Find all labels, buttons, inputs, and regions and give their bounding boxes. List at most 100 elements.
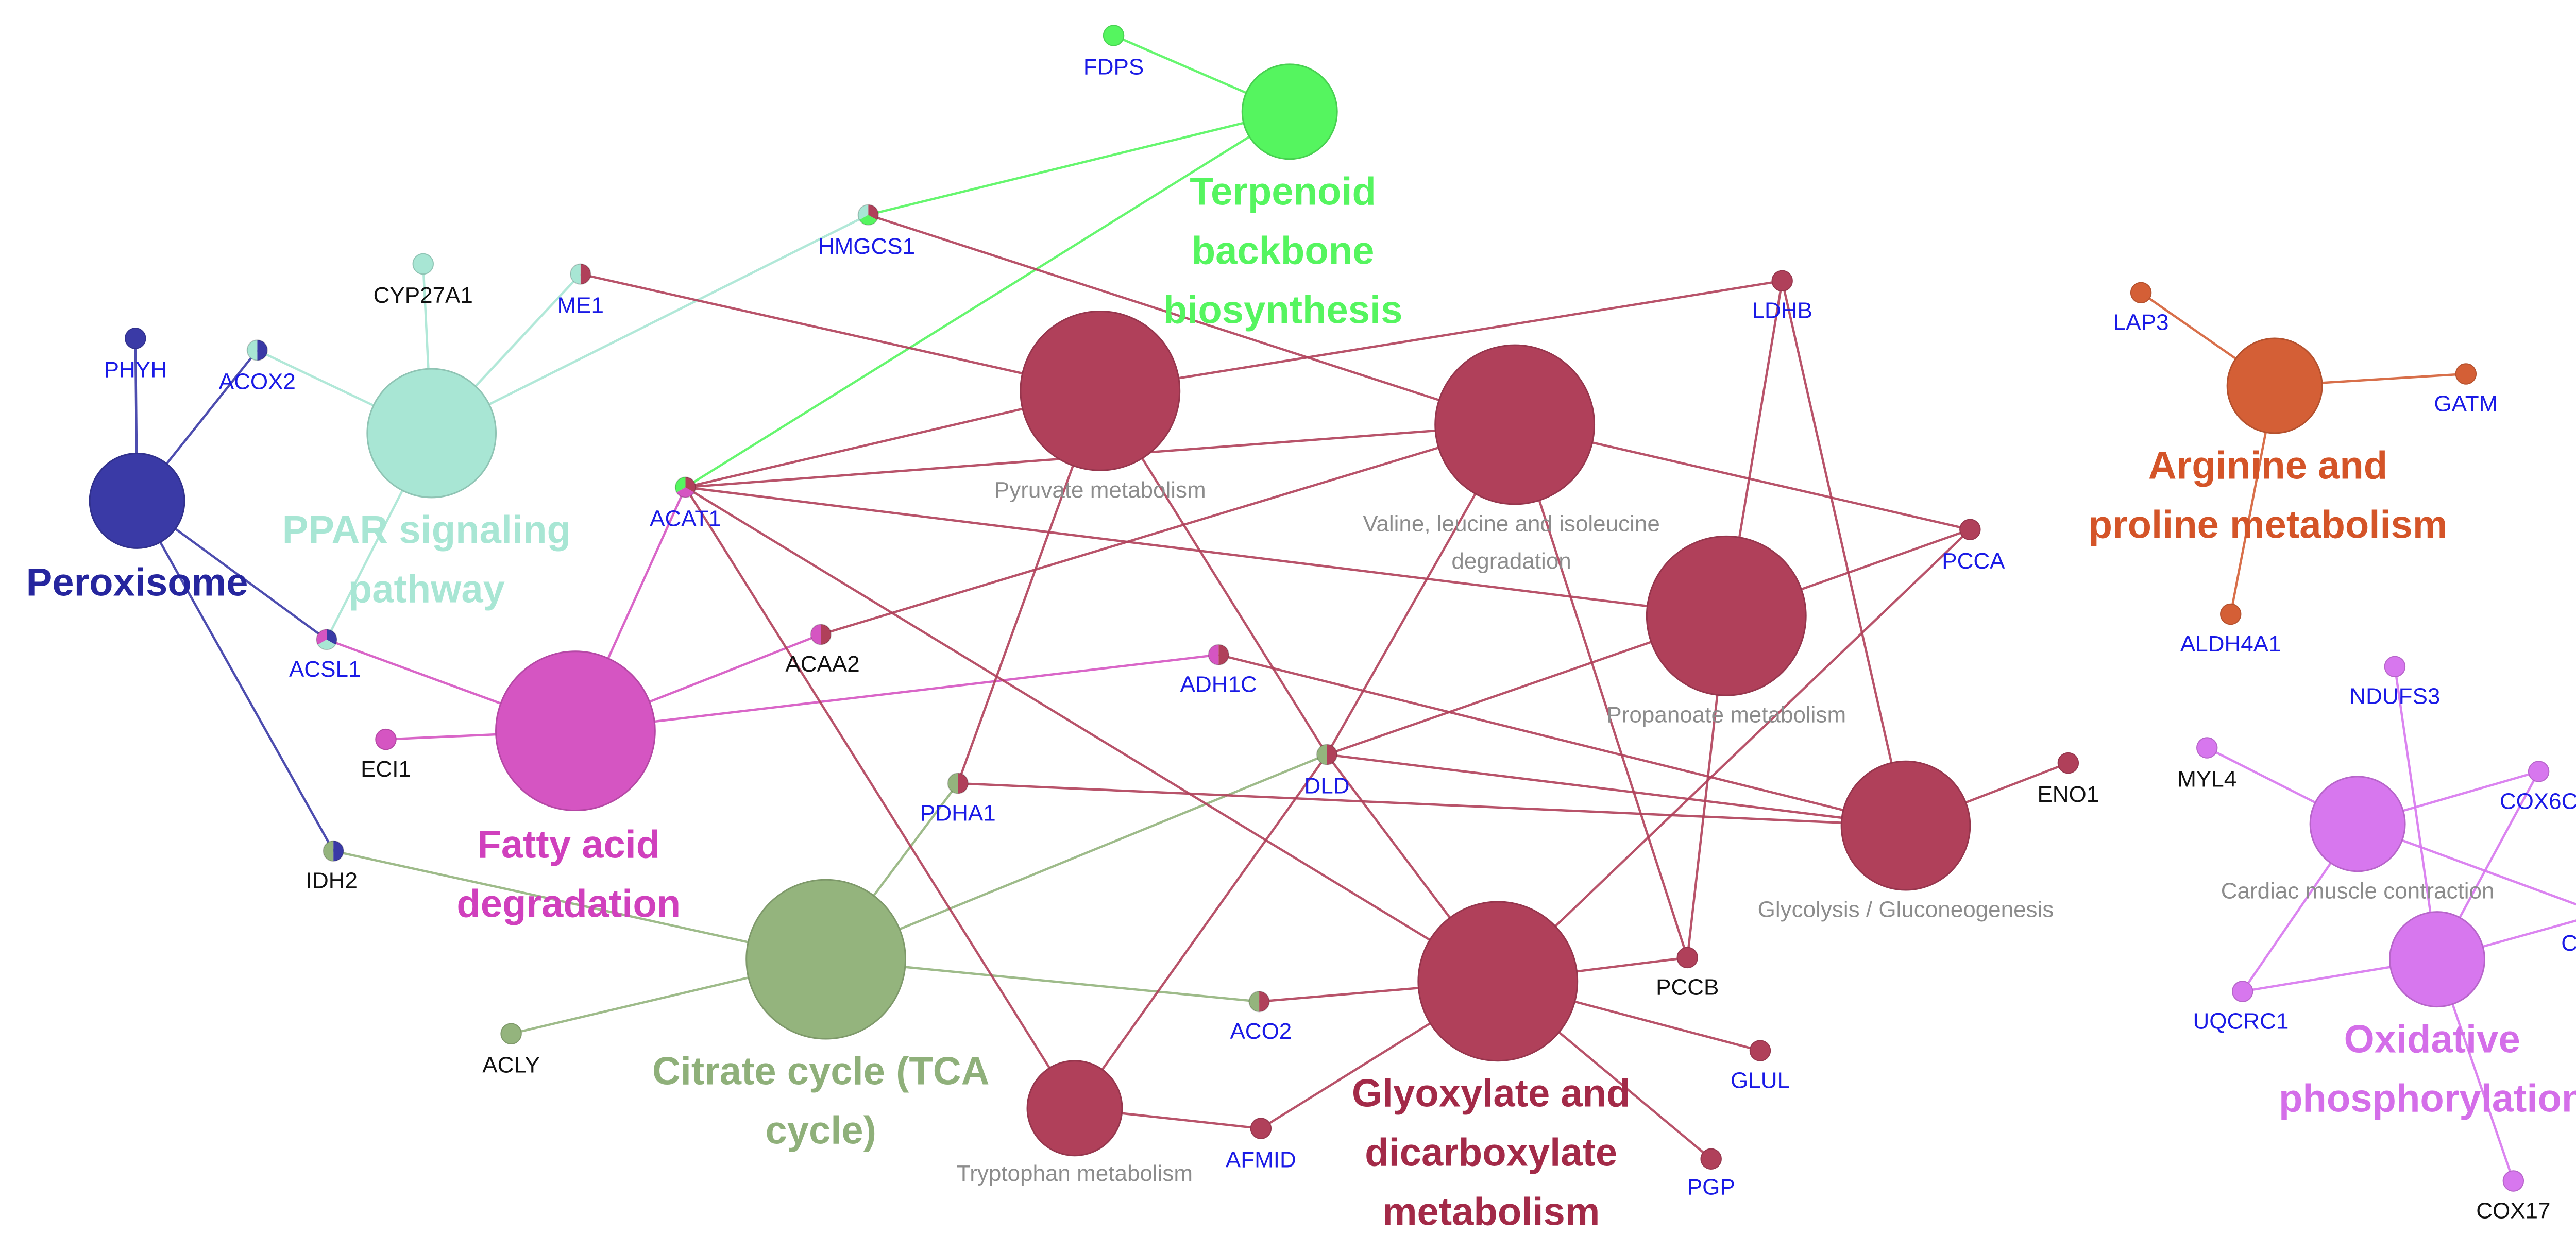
gene-node-acsl1[interactable]: [316, 629, 337, 650]
pathway-node-pyruvate[interactable]: [1020, 310, 1181, 471]
gene-node-hmgcs1[interactable]: [857, 204, 879, 226]
pathway-node-cardiac[interactable]: [2309, 776, 2406, 872]
gene-node-cox6c[interactable]: [2528, 761, 2550, 782]
node-slice: [859, 215, 877, 225]
pathway-node-tryptophan[interactable]: [1026, 1060, 1123, 1157]
label-line: Arginine and: [2148, 444, 2387, 488]
gene-node-cox17[interactable]: [2502, 1170, 2524, 1192]
node-outline: [947, 773, 969, 794]
gene-node-glul[interactable]: [1749, 1040, 1771, 1061]
pathway-node-ppar[interactable]: [366, 368, 497, 499]
gene-label-fdps: FDPS: [1083, 55, 1144, 80]
gene-node-lap3[interactable]: [2130, 282, 2152, 304]
gene-label-afmid: AFMID: [1226, 1147, 1296, 1173]
gene-label-myl4: MYL4: [2177, 767, 2236, 792]
gene-label-ndufs3: NDUFS3: [2349, 684, 2440, 709]
node-slice: [580, 264, 591, 284]
edge-idh2-citrate: [333, 850, 826, 961]
gene-node-aco2[interactable]: [1248, 991, 1270, 1013]
edge-hmgcs1-ppar: [431, 214, 869, 434]
gene-label-pccb: PCCB: [1656, 975, 1719, 1000]
pathway-node-peroxisome[interactable]: [89, 452, 185, 549]
pathway-node-glyoxylate[interactable]: [1417, 901, 1579, 1062]
pathway-node-fatty[interactable]: [495, 650, 656, 812]
gene-node-acox2[interactable]: [246, 339, 268, 361]
edge-me1-pyruvate: [580, 272, 1100, 392]
node-slice: [1208, 644, 1219, 665]
node-slice: [821, 624, 831, 645]
gene-node-fdps[interactable]: [1103, 25, 1125, 46]
gene-label-acly: ACLY: [482, 1053, 540, 1078]
node-circle: [1840, 760, 1971, 891]
edge-dld-glycolysis: [1327, 753, 1906, 827]
gene-node-pdha1[interactable]: [947, 773, 969, 794]
gene-label-pdha1: PDHA1: [920, 800, 996, 826]
node-circle: [1646, 535, 1807, 696]
gene-node-acly[interactable]: [500, 1023, 522, 1044]
gene-label-phyh: PHYH: [104, 357, 167, 383]
node-circle: [2196, 737, 2218, 759]
node-circle: [1250, 1118, 1272, 1139]
pathway-node-valine[interactable]: [1434, 344, 1596, 505]
gene-node-pgp[interactable]: [1700, 1148, 1722, 1170]
node-circle: [1026, 1060, 1123, 1157]
gene-node-ldhb[interactable]: [1771, 270, 1793, 292]
node-slice: [317, 639, 336, 650]
pathway-node-oxphos[interactable]: [2389, 911, 2485, 1008]
edge-pdha1-glycolysis: [958, 782, 1906, 827]
gene-node-me1[interactable]: [570, 263, 591, 285]
gene-node-aldh4a1[interactable]: [2220, 603, 2242, 625]
pathway-node-terpenoid[interactable]: [1241, 63, 1338, 160]
node-slice: [1259, 991, 1269, 1012]
gene-node-ndufs3[interactable]: [2384, 656, 2406, 678]
pathway-label-glycolysis: Glycolysis / Gluconeogenesis: [1758, 897, 2054, 922]
gene-node-afmid[interactable]: [1250, 1118, 1272, 1139]
node-circle: [2220, 603, 2242, 625]
node-slice: [333, 841, 344, 862]
node-circle: [2309, 776, 2406, 872]
node-circle: [2232, 981, 2253, 1002]
node-outline: [323, 840, 344, 862]
gene-node-acaa2[interactable]: [810, 624, 832, 645]
gene-node-gatm[interactable]: [2455, 363, 2477, 385]
node-slice: [858, 204, 869, 220]
label-line: Fatty acid: [477, 823, 660, 867]
edge-ndufs3-oxphos: [2394, 666, 2438, 959]
gene-node-acat1[interactable]: [674, 476, 697, 498]
pathway-node-glycolysis[interactable]: [1840, 760, 1971, 891]
gene-node-uqcrc1[interactable]: [2232, 981, 2253, 1002]
gene-node-idh2[interactable]: [323, 840, 344, 862]
label-line: metabolism: [1382, 1190, 1600, 1233]
node-outline: [246, 339, 268, 361]
node-circle: [500, 1023, 522, 1044]
node-circle: [2384, 656, 2406, 678]
gene-node-eci1[interactable]: [375, 728, 397, 750]
node-circle: [1020, 310, 1181, 471]
gene-node-pccb[interactable]: [1676, 947, 1698, 969]
pathway-node-propanoate[interactable]: [1646, 535, 1807, 696]
edge-acaa2-valine: [820, 423, 1515, 636]
gene-node-phyh[interactable]: [125, 328, 146, 349]
gene-node-cyp27a1[interactable]: [412, 253, 434, 275]
gene-node-dld[interactable]: [1316, 744, 1338, 765]
edge-acat1-glyoxylate: [685, 486, 1499, 983]
edge-pccb-valine: [1514, 424, 1689, 958]
gene-node-myl4[interactable]: [2196, 737, 2218, 759]
node-circle: [2130, 282, 2152, 304]
gene-label-aco2: ACO2: [1230, 1019, 1292, 1044]
gene-label-acat1: ACAT1: [650, 506, 721, 531]
gene-node-adh1c[interactable]: [1208, 644, 1229, 666]
node-slice: [247, 340, 258, 361]
gene-node-pcca[interactable]: [1959, 519, 1981, 540]
pathway-node-citrate[interactable]: [745, 879, 907, 1040]
gene-node-eno1[interactable]: [2057, 752, 2079, 774]
node-outline: [857, 204, 879, 226]
label-line: phosphorylation: [2279, 1076, 2576, 1120]
gene-label-uqcrc1: UQCRC1: [2193, 1008, 2289, 1034]
node-circle: [2528, 761, 2550, 782]
pathway-node-arginine[interactable]: [2226, 337, 2323, 434]
node-slice: [570, 264, 581, 284]
